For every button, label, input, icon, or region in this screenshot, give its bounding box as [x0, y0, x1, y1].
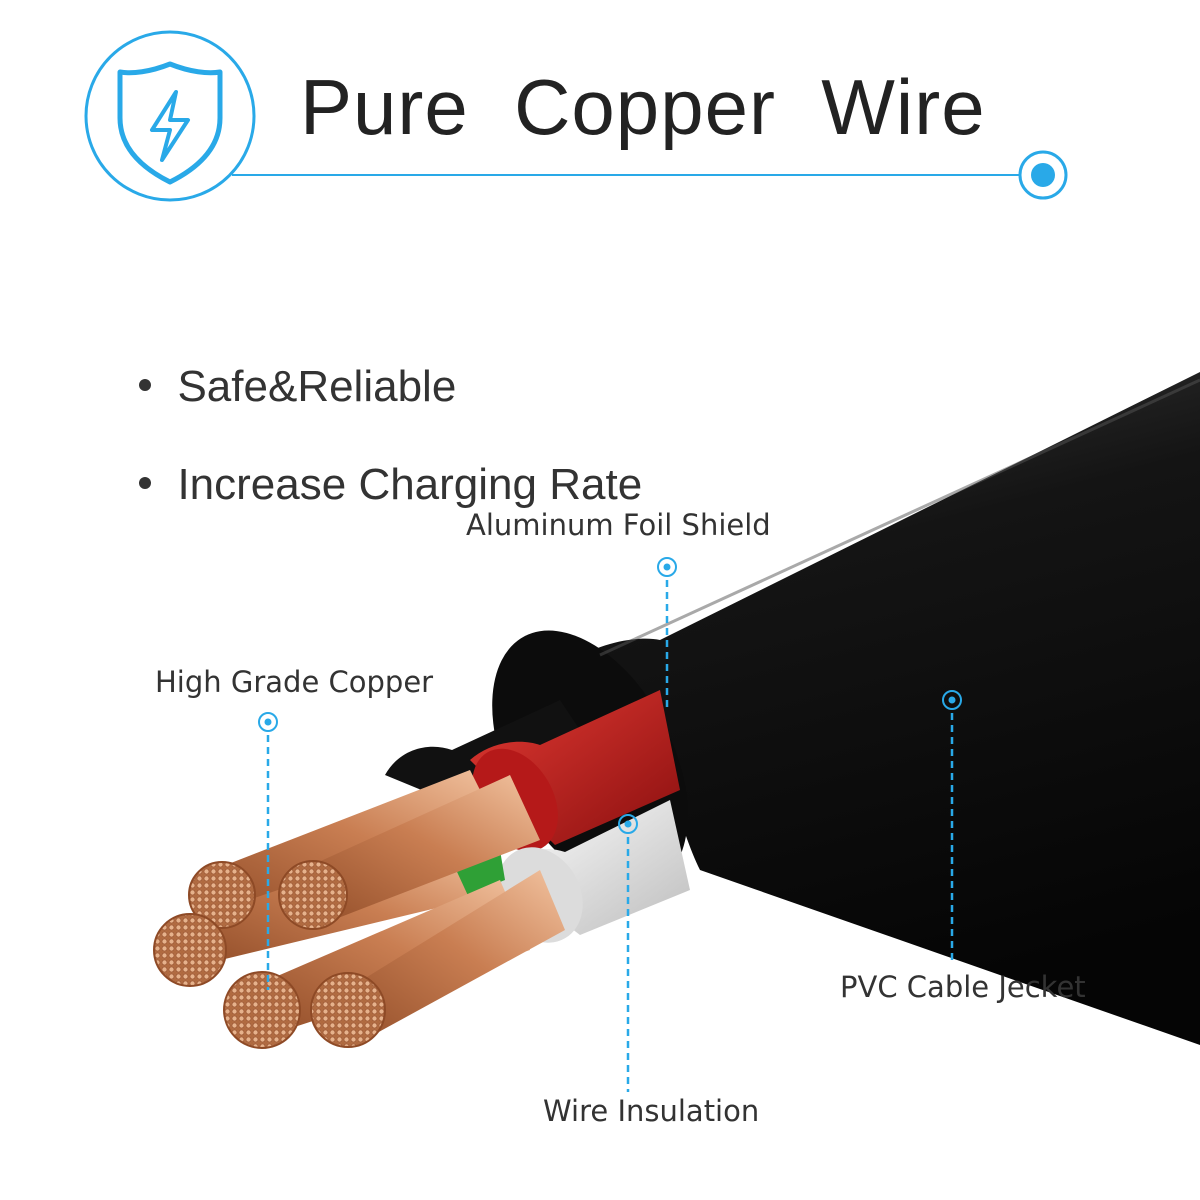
bullet-icon	[139, 477, 152, 490]
callout-insulation-label: Wire Insulation	[543, 1094, 760, 1128]
copper-bundle-end	[223, 971, 301, 1049]
callout-jacket-leader	[942, 690, 962, 965]
callout-copper-label: High Grade Copper	[155, 665, 434, 699]
callout-jacket-label: PVC Cable Jecket	[840, 970, 1086, 1004]
copper-bundle-end	[188, 861, 256, 929]
feature-item: Increase Charging Rate	[115, 410, 642, 510]
copper-bundle-end	[278, 860, 348, 930]
callout-shield-leader	[657, 557, 677, 712]
copper-bundle-end	[310, 972, 386, 1048]
copper-strands	[153, 770, 565, 1049]
feature-text: Increase Charging Rate	[177, 460, 643, 509]
copper-bundle-end	[153, 913, 227, 987]
bullet-icon	[139, 379, 152, 392]
feature-item: Safe&Reliable	[115, 312, 456, 412]
page-title: Pure Copper Wire	[300, 63, 986, 151]
callout-copper-leader	[258, 712, 278, 990]
header-rule-endpoint	[1018, 150, 1068, 200]
feature-text: Safe&Reliable	[177, 362, 457, 411]
callout-insulation-leader	[618, 814, 638, 1092]
shield-lightning-icon	[84, 30, 256, 202]
callout-shield-label: Aluminum Foil Shield	[466, 508, 771, 542]
